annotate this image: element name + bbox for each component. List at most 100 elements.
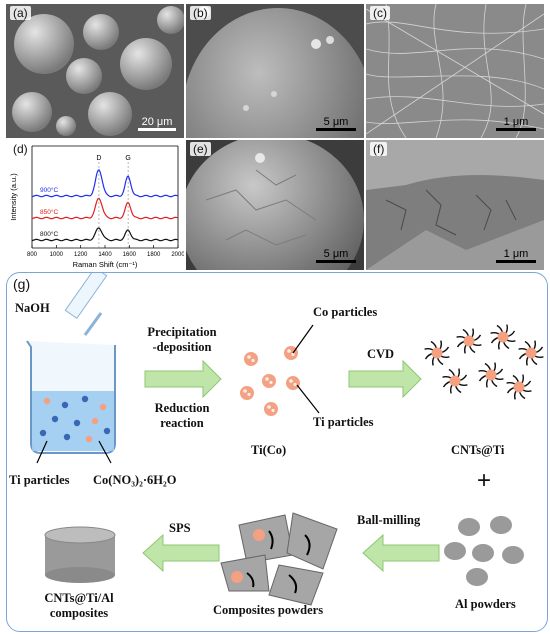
composites-powders-label: Composites powders xyxy=(213,603,324,617)
solution-particle xyxy=(81,395,89,403)
y-axis-label: Intensity (a.u.) xyxy=(9,173,18,221)
panel-label: (f) xyxy=(370,142,388,156)
x-axis-label: Raman Shift (cm⁻¹) xyxy=(73,260,138,269)
series-label: 850°C xyxy=(40,208,58,216)
sem-image-e xyxy=(186,140,364,270)
solution-particle xyxy=(39,429,47,437)
x-tick-label: 1200 xyxy=(74,252,88,258)
ti-particle xyxy=(264,402,278,416)
cnt-ti-particle xyxy=(518,340,544,366)
raman-chart: 800 1000 1200 1400 1600 1800 2000 900°C 850°C 80… xyxy=(9,145,184,269)
ti-particle xyxy=(262,374,276,388)
co-particles-label: Co particles xyxy=(313,305,378,319)
panel-label: (b) xyxy=(190,6,211,20)
co-particle xyxy=(247,355,251,359)
cnt-ti-particle xyxy=(424,340,450,366)
solution-particle xyxy=(91,417,99,425)
beaker-icon xyxy=(26,340,116,454)
plus-sign: + xyxy=(477,467,492,494)
step1-top-line2: -deposition xyxy=(152,340,212,354)
peak-label: G xyxy=(125,155,130,162)
co-particle xyxy=(291,352,295,357)
step1-bottom-line1: Reduction xyxy=(154,401,210,415)
schematic-panel: (g) NaOH Ti particles Co(NO₃)₂·6H₂O Prec… xyxy=(6,272,548,632)
step1-bottom-line2: reaction xyxy=(160,416,204,430)
co-particle xyxy=(247,392,251,397)
ti-core xyxy=(431,347,443,359)
cnt-ti-particle xyxy=(490,324,516,350)
solution-particle xyxy=(63,433,71,441)
solution-particle xyxy=(73,419,81,427)
ti-core xyxy=(463,335,475,347)
composites-powders-icon xyxy=(220,512,338,606)
scale-bar: 5 μm xyxy=(316,116,356,132)
process-arrow-4 xyxy=(142,533,220,573)
ti-core xyxy=(485,369,497,381)
solution-particle xyxy=(85,435,93,443)
series-line xyxy=(31,227,179,242)
sem-image-c xyxy=(366,4,544,138)
x-tick-label: 1000 xyxy=(50,252,64,258)
x-tick-label: 1800 xyxy=(147,252,161,258)
panel-label: (d) xyxy=(13,142,28,156)
ti-particle xyxy=(284,346,298,360)
process-arrow-3 xyxy=(362,533,440,573)
ti-core xyxy=(497,331,509,343)
co-particle xyxy=(243,389,247,393)
step1-top-label: Precipitation -deposition xyxy=(137,325,227,355)
co-particle xyxy=(251,358,255,363)
cnt-ti-particle xyxy=(478,362,504,388)
process-arrow-1 xyxy=(144,359,222,399)
sem-image-f xyxy=(366,140,544,270)
final-line2: composites xyxy=(49,606,109,620)
ti-particle xyxy=(286,376,300,390)
solution-particle xyxy=(51,415,59,423)
scale-label: 1 μm xyxy=(503,116,529,128)
solution-particle xyxy=(61,401,69,409)
co-particle xyxy=(271,408,275,413)
panel-label: (a) xyxy=(10,6,31,20)
scale-label: 1 μm xyxy=(503,248,529,260)
series-label: 800°C xyxy=(40,230,58,238)
co-particle xyxy=(265,377,269,381)
pointer-arrow xyxy=(292,324,314,354)
co-particle xyxy=(287,349,291,353)
pipette-icon xyxy=(64,273,108,336)
x-tick-label: 2000 xyxy=(171,252,184,258)
ti-core xyxy=(525,347,537,359)
co-particle xyxy=(267,405,271,409)
scale-bar: 1 μm xyxy=(496,116,536,132)
al-powders-label: Al powders xyxy=(455,597,516,611)
pointer-arrow xyxy=(98,440,112,464)
series-label: 900°C xyxy=(40,186,58,194)
panel-d: 800 1000 1200 1400 1600 1800 2000 900°C 850°C 80… xyxy=(6,140,184,270)
co-particle xyxy=(269,380,273,385)
co-particle xyxy=(289,379,293,383)
al-powders-icon xyxy=(444,516,524,586)
solution-particle xyxy=(99,403,107,411)
panel-label: (g) xyxy=(13,276,31,292)
process-arrow-2 xyxy=(348,359,422,399)
panel-label: (c) xyxy=(370,6,390,20)
co-salt-label: Co(NO₃)₂·6H₂O xyxy=(93,473,177,487)
scale-bar: 20 μm xyxy=(138,116,176,132)
sps-label: SPS xyxy=(169,521,191,535)
tico-label: Ti(Co) xyxy=(251,443,287,457)
x-tick-label: 1400 xyxy=(98,252,112,258)
step1-top-line1: Precipitation xyxy=(147,325,217,339)
naoh-label: NaOH xyxy=(15,301,50,315)
final-line1: CNTs@Ti/Al xyxy=(44,591,114,605)
x-tick-label: 1600 xyxy=(123,252,137,258)
scale-label: 20 μm xyxy=(141,116,173,128)
panel-b: (b) 5 μm xyxy=(186,4,364,138)
ti-core xyxy=(513,381,525,393)
cnts-ti-label: CNTs@Ti xyxy=(451,443,505,457)
scale-bar: 5 μm xyxy=(316,248,356,264)
final-composite-label: CNTs@Ti/Al composites xyxy=(29,591,129,621)
ti-particle xyxy=(240,386,254,400)
composite-cylinder-icon xyxy=(44,526,116,583)
x-tick-label: 800 xyxy=(27,252,38,258)
tico-particles xyxy=(240,346,300,416)
sem-image-a xyxy=(6,4,184,138)
panel-e: (e) 5 μm xyxy=(186,140,364,270)
